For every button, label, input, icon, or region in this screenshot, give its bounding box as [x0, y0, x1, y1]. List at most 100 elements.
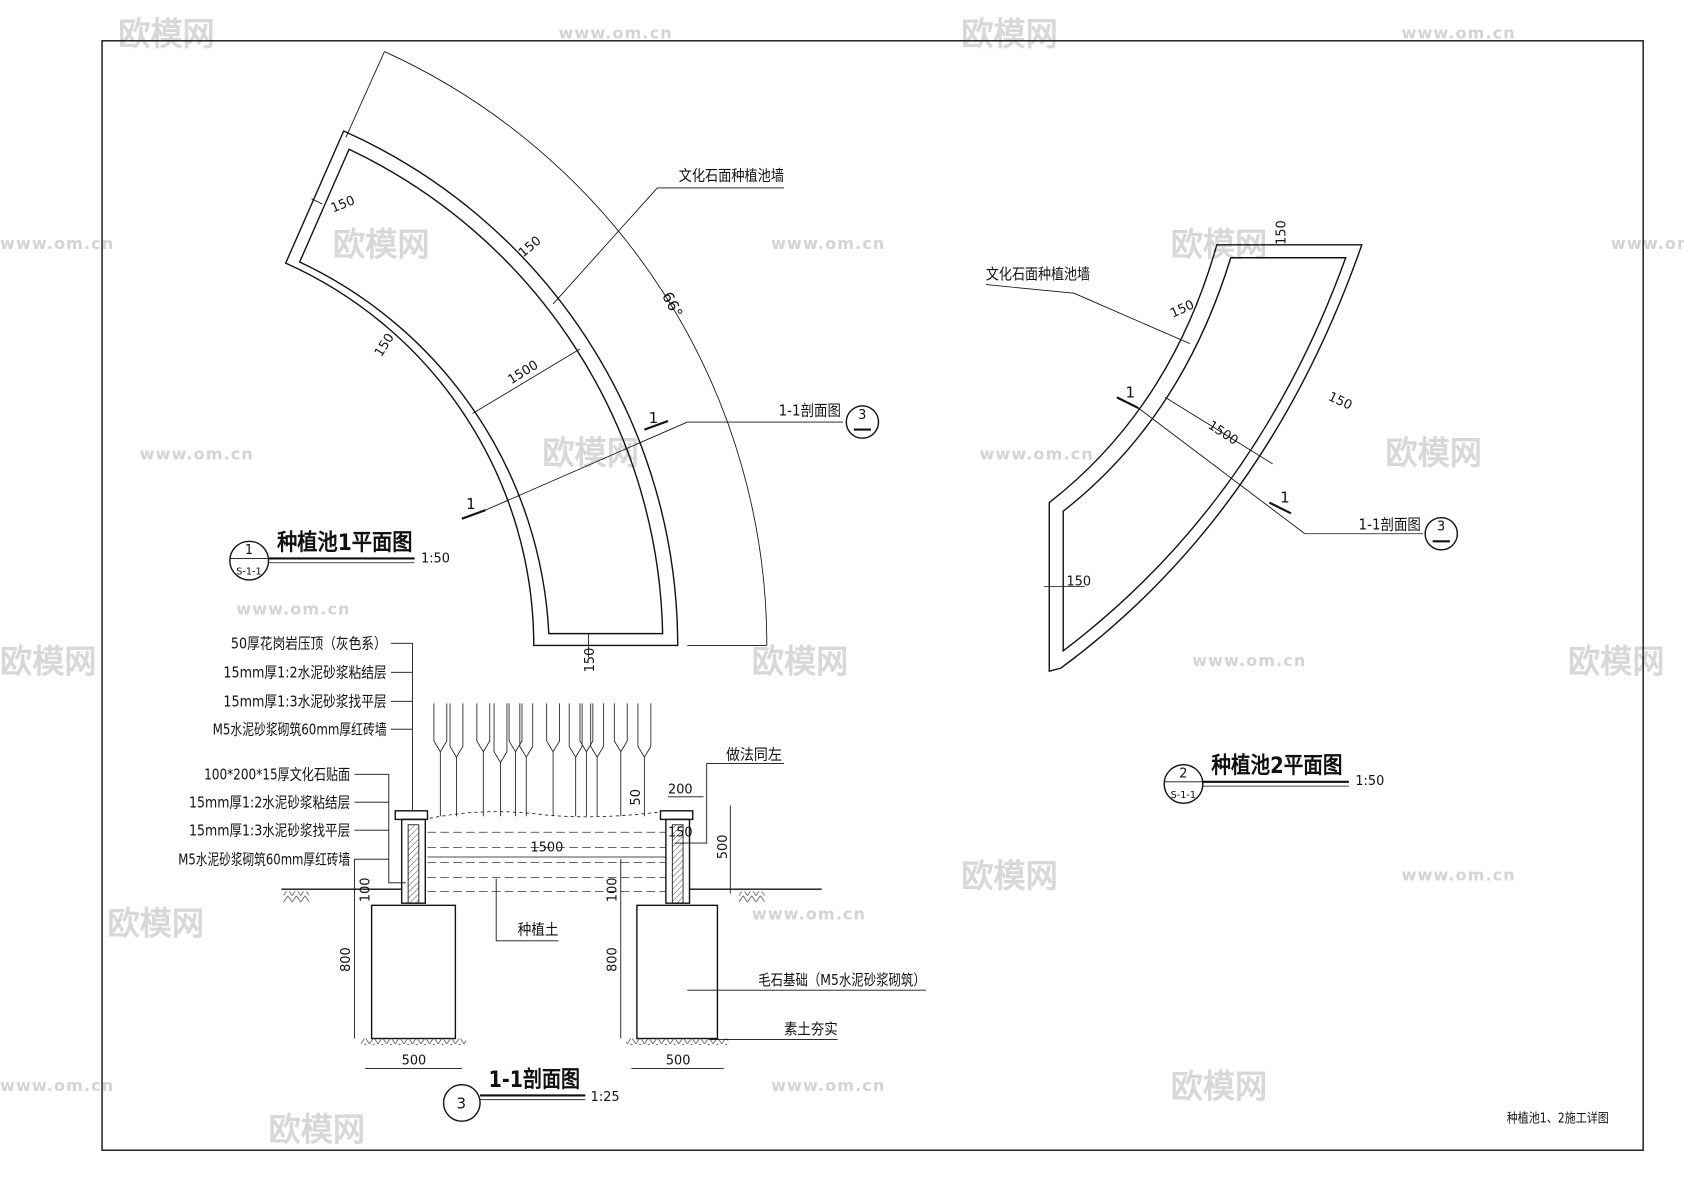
leader-line — [674, 763, 785, 844]
plan1-angle-dimension-arc — [384, 51, 768, 646]
dim-text: 150 — [329, 193, 357, 216]
dim-text: 150 — [1326, 390, 1355, 414]
watermark-url: www.om.cn — [979, 445, 1093, 464]
coping-label: 15mm厚1:3水泥砂浆找平层 — [223, 693, 386, 711]
leader-line — [985, 284, 1075, 294]
dim-text: 50 — [629, 789, 644, 805]
section-cut-mark — [644, 419, 669, 431]
section-cut-mark — [461, 509, 486, 520]
section-1-1: 800 800 500 500 500 200 50 150 1500 100 … — [178, 635, 926, 1122]
sheet-border — [101, 40, 1644, 1151]
plan1-ref-num: 1 — [245, 543, 253, 558]
cut-mark-label: 1 — [1126, 383, 1136, 401]
sheet-title: 种植池1、2施工详图 — [1507, 1111, 1609, 1126]
foundation-label: 毛石基础（M5水泥砂浆砌筑） — [758, 971, 926, 989]
dim-line — [1165, 396, 1273, 465]
plan2-title: 种植池2平面图 — [1211, 752, 1342, 779]
dim-text: 500 — [716, 835, 731, 860]
plan2-wall-label: 文化石面种植池墙 — [986, 265, 1090, 283]
plan2-ref-num: 2 — [1179, 767, 1187, 782]
watermark-logo: 欧模网 — [0, 642, 97, 680]
plan1-outer-contour — [284, 130, 679, 647]
plan-2: 文化石面种植池墙 150 150 150 1500 150 1 1 1-1剖面图… — [985, 220, 1459, 805]
plan2-section-ref: 3 — [1437, 520, 1445, 535]
section-cut-mark — [1116, 396, 1139, 410]
leader-line — [552, 187, 658, 305]
compacted-soil — [360, 1038, 467, 1045]
dim-text: 1500 — [1205, 418, 1241, 448]
planting-soil-label: 种植土 — [518, 920, 559, 938]
title-ref-circle — [229, 540, 270, 581]
dim-line — [311, 198, 323, 205]
extension-line — [345, 51, 385, 138]
planting-soil — [427, 831, 666, 892]
leader-line — [354, 773, 406, 884]
cut-mark-label: 1 — [466, 495, 476, 513]
dim-text: 150 — [668, 826, 693, 841]
watermark-url: www.om.cn — [236, 599, 350, 618]
watermark-logo: 欧模网 — [961, 15, 1058, 53]
section-ref-circle — [845, 405, 880, 439]
dim-text: 150 — [583, 648, 598, 673]
dim-text: 150 — [372, 331, 398, 360]
plan1-wall-label: 文化石面种植池墙 — [679, 166, 784, 184]
watermark-logo: 欧模网 — [752, 642, 849, 680]
dim-text: 1500 — [531, 841, 564, 856]
plan2-section-label: 1-1剖面图 — [1359, 515, 1421, 533]
watermark-logo: 欧模网 — [1385, 434, 1482, 472]
title-ref-circle — [442, 1083, 481, 1122]
cut-mark-label: 1 — [1280, 489, 1290, 507]
plants — [429, 703, 661, 819]
watermark-url: www.om.cn — [1402, 24, 1516, 43]
plan2-scale: 1:50 — [1355, 774, 1384, 789]
plan2-outer-contour — [1048, 244, 1363, 673]
plan1-ref-sheet: S-1-1 — [236, 567, 261, 578]
watermark-url: www.om.cn — [0, 234, 114, 253]
watermark-url: www.om.cn — [1402, 866, 1516, 885]
facing-label: 15mm厚1:3水泥砂浆找平层 — [189, 822, 350, 840]
section-cut-line — [485, 421, 688, 511]
watermarks: 欧模网 欧模网 欧模网 欧模网 欧模网 欧模网 欧模网 欧模网 欧模网 欧模网 … — [0, 15, 1684, 1148]
dim-line — [472, 348, 581, 414]
plan1-section-ref: 3 — [858, 408, 866, 423]
leader-line — [495, 878, 559, 942]
ground-hatch — [738, 891, 765, 903]
coping-label: 15mm厚1:2水泥砂浆粘结层 — [223, 664, 386, 682]
watermark-logo: 欧模网 — [118, 15, 215, 53]
dim-text: 100 — [358, 878, 373, 903]
watermark-logo: 欧模网 — [1171, 1068, 1268, 1106]
watermark-logo: 欧模网 — [961, 857, 1058, 895]
coping-label: 50厚花岗岩压顶（灰色系） — [231, 635, 387, 653]
dim-text: 500 — [666, 1053, 691, 1068]
watermark-logo: 欧模网 — [269, 1111, 366, 1149]
plan-1: 文化石面种植池墙 66° 150 150 150 1500 150 1 1 1-… — [229, 51, 880, 673]
same-as-left-label: 做法同左 — [726, 745, 782, 763]
watermark-url: www.om.cn — [752, 904, 866, 923]
title-ref-circle — [1163, 763, 1204, 805]
compacted-soil — [626, 1038, 729, 1045]
dim-text: 800 — [339, 947, 354, 972]
coping-label: M5水泥砂浆砌筑60mm厚红砖墙 — [213, 721, 387, 739]
left-coping — [394, 810, 429, 821]
right-coping — [659, 810, 694, 821]
section-scale: 1:25 — [591, 1090, 620, 1105]
watermark-logo: 欧模网 — [333, 226, 430, 264]
plan1-inner-contour — [298, 148, 664, 635]
right-rubble-foundation — [636, 904, 719, 1040]
plan2-ref-sheet: S-1-1 — [1171, 790, 1196, 801]
plan2-inner-contour — [1062, 257, 1347, 653]
section-title: 1-1剖面图 — [489, 1066, 580, 1093]
dim-text: 150 — [1275, 220, 1290, 245]
watermark-url: www.om.cn — [771, 1076, 885, 1095]
watermark-url: www.om.cn — [1611, 234, 1684, 253]
cut-mark-label: 1 — [649, 409, 659, 427]
dim-text: 150 — [1066, 574, 1091, 589]
section-ref-circle — [1424, 516, 1459, 551]
left-rubble-foundation — [370, 904, 457, 1040]
leader-line — [390, 642, 413, 811]
dim-text: 800 — [605, 947, 620, 972]
left-brick — [407, 824, 420, 904]
plan1-angle: 66° — [658, 289, 686, 321]
plan1-section-label: 1-1剖面图 — [779, 402, 841, 420]
ground-hatch — [283, 891, 310, 903]
